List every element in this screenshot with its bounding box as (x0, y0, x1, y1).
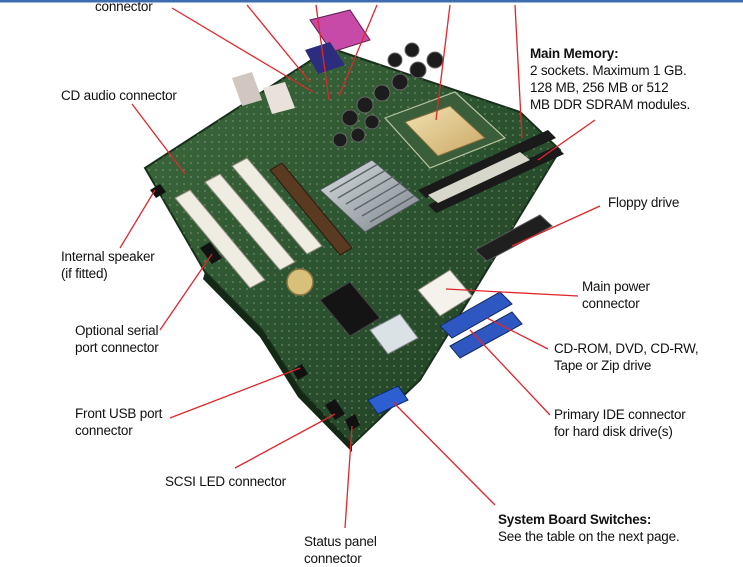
primary-ide-line2: for hard disk drive(s) (554, 424, 673, 439)
front-usb-connector-label: Front USB port connector (75, 405, 162, 439)
board-switches (367, 385, 409, 415)
pci-slots (174, 157, 353, 289)
primary-ide-line1: Primary IDE connector (554, 407, 686, 422)
floppy-connector (474, 214, 553, 262)
main-power-line1: Main power (582, 279, 650, 294)
main-power-connector-label: Main power connector (582, 278, 650, 312)
floppy-drive-label: Floppy drive (608, 195, 680, 210)
cpu-socket (383, 91, 507, 169)
internal-speaker-label: Internal speaker (if fitted) (61, 248, 155, 282)
cdrom-line1: CD-ROM, DVD, CD-RW, (554, 341, 699, 356)
top-rule (0, 0, 743, 4)
top-connector-label: connector (95, 0, 153, 14)
cd-audio-connector-label: CD audio connector (61, 88, 177, 103)
leader-lines (119, 4, 601, 529)
internal-speaker-line1: Internal speaker (61, 249, 155, 264)
main-memory-label: Main Memory: 2 sockets. Maximum 1 GB. 12… (530, 45, 690, 113)
cdrom-drive-label: CD-ROM, DVD, CD-RW, Tape or Zip drive (554, 340, 699, 374)
memory-slots (418, 130, 564, 213)
status-panel-line1: Status panel (304, 534, 377, 549)
serial-port-connector-label: Optional serial port connector (75, 322, 159, 356)
internal-speaker-line2: (if fitted) (61, 266, 108, 281)
main-memory-line3: MB DDR SDRAM modules. (530, 97, 691, 112)
ide-connectors (439, 291, 523, 359)
main-memory-title: Main Memory: (530, 46, 619, 61)
primary-ide-connector-label: Primary IDE connector for hard disk driv… (554, 406, 686, 440)
system-board-switches-label: System Board Switches: See the table on … (498, 511, 680, 545)
headers (150, 184, 360, 431)
switches-title: System Board Switches: (498, 512, 652, 527)
scsi-led-connector-label: SCSI LED connector (165, 474, 286, 489)
rear-io-ports (232, 9, 371, 114)
switches-line1: See the table on the next page. (498, 529, 680, 544)
main-memory-line2: 128 MB, 256 MB or 512 (530, 80, 669, 95)
power-connector (417, 269, 473, 317)
capacitors (332, 42, 444, 148)
main-power-line2: connector (582, 296, 640, 311)
serial-line1: Optional serial (75, 323, 159, 338)
serial-line2: port connector (75, 340, 159, 355)
main-memory-line1: 2 sockets. Maximum 1 GB. (530, 63, 687, 78)
front-usb-line1: Front USB port (75, 406, 163, 421)
front-usb-line2: connector (75, 423, 133, 438)
cdrom-line2: Tape or Zip drive (554, 358, 652, 373)
chipset (286, 268, 419, 355)
heat-sink (319, 159, 421, 233)
status-panel-connector-label: Status panel connector (304, 533, 377, 567)
